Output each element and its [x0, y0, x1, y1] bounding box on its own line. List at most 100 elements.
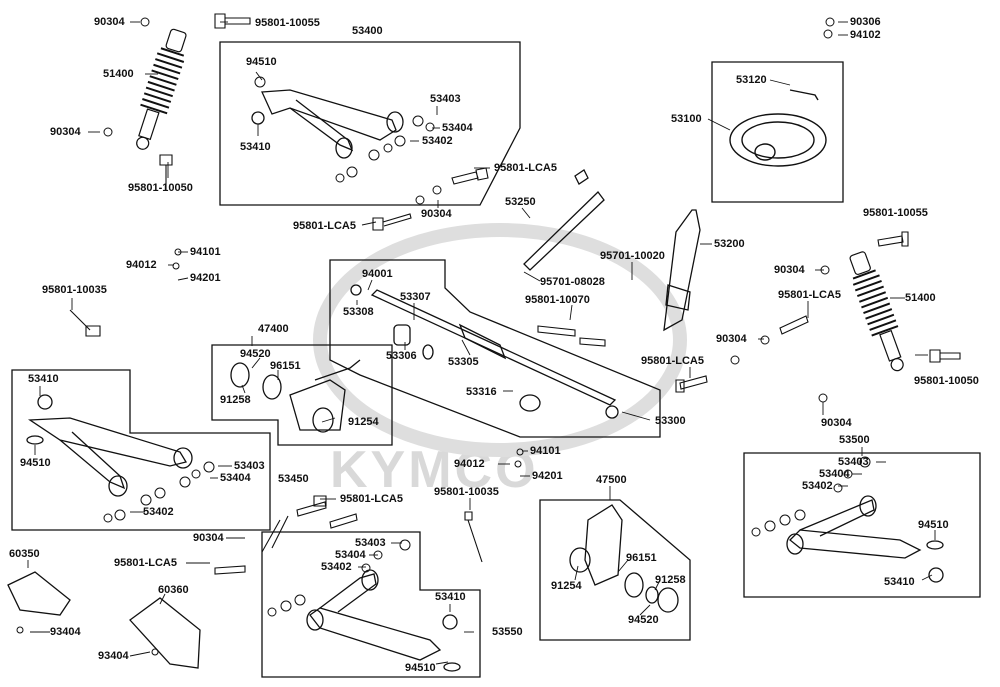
frame-53500 [743, 452, 981, 598]
label-90304: 90304 [94, 16, 125, 28]
steering-column [523, 169, 701, 332]
label-53410: 53410 [884, 576, 915, 588]
label-95801-LCA5: 95801-LCA5 [340, 493, 403, 505]
label-53403: 53403 [234, 460, 265, 472]
label-53403: 53403 [838, 456, 869, 468]
label-94520: 94520 [240, 348, 271, 360]
label-90306: 90306 [850, 16, 881, 28]
label-94510: 94510 [246, 56, 277, 68]
label-91258: 91258 [655, 574, 686, 586]
label-53410: 53410 [240, 141, 271, 153]
leader-lines [27, 21, 936, 665]
label-95801-LCA5: 95801-LCA5 [293, 220, 356, 232]
label-53403: 53403 [430, 93, 461, 105]
a-arm-lower-left [26, 394, 193, 497]
label-60350: 60350 [9, 548, 40, 560]
label-53550: 53550 [492, 626, 523, 638]
label-95801-10035: 95801-10035 [434, 486, 499, 498]
label-53300: 53300 [655, 415, 686, 427]
label-95801-LCA5: 95801-LCA5 [641, 355, 704, 367]
label-94510: 94510 [20, 457, 51, 469]
label-94101: 94101 [190, 246, 221, 258]
label-95801-LCA5: 95801-LCA5 [494, 162, 557, 174]
watermark-logo [313, 223, 687, 457]
frame-53400 [219, 41, 521, 206]
label-94510: 94510 [918, 519, 949, 531]
label-94102: 94102 [850, 29, 881, 41]
frame-47500 [539, 499, 691, 641]
label-53402: 53402 [422, 135, 453, 147]
label-94201: 94201 [532, 470, 563, 482]
label-95801-10035: 95801-10035 [42, 284, 107, 296]
label-95801-10055: 95801-10055 [255, 17, 320, 29]
frame-53100 [711, 61, 844, 203]
label-53400: 53400 [352, 25, 383, 37]
label-94510: 94510 [405, 662, 436, 674]
steering-rack [350, 284, 619, 419]
label-95801-LCA5: 95801-LCA5 [778, 289, 841, 301]
label-90304: 90304 [50, 126, 81, 138]
label-90304: 90304 [421, 208, 452, 220]
label-95801-LCA5: 95801-LCA5 [114, 557, 177, 569]
label-90304: 90304 [193, 532, 224, 544]
label-90304: 90304 [774, 264, 805, 276]
label-95801-10050: 95801-10050 [128, 182, 193, 194]
a-arm-lower-center [306, 569, 461, 672]
label-60360: 60360 [158, 584, 189, 596]
shock-absorber-left [136, 28, 187, 150]
label-95701-08028: 95701-08028 [540, 276, 605, 288]
shock-absorber-right [849, 251, 904, 372]
label-53100: 53100 [671, 113, 702, 125]
label-93404: 93404 [50, 626, 81, 638]
label-51400: 51400 [103, 68, 134, 80]
label-94012: 94012 [454, 458, 485, 470]
label-95801-10050: 95801-10050 [914, 375, 979, 387]
label-95801-10055: 95801-10055 [863, 207, 928, 219]
frame-53300 [329, 259, 661, 438]
label-53120: 53120 [736, 74, 767, 86]
label-53316: 53316 [466, 386, 497, 398]
bolts [69, 13, 961, 575]
label-53308: 53308 [343, 306, 374, 318]
label-94101: 94101 [530, 445, 561, 457]
label-53402: 53402 [802, 480, 833, 492]
label-53402: 53402 [143, 506, 174, 518]
label-53403: 53403 [355, 537, 386, 549]
label-53402: 53402 [321, 561, 352, 573]
label-94201: 94201 [190, 272, 221, 284]
label-94012: 94012 [126, 259, 157, 271]
a-arm-lower-right [786, 495, 944, 583]
label-53307: 53307 [400, 291, 431, 303]
label-95701-10020: 95701-10020 [600, 250, 665, 262]
label-53250: 53250 [505, 196, 536, 208]
frame-53550 [261, 531, 481, 678]
washers-and-nuts [16, 17, 871, 656]
label-90304: 90304 [716, 333, 747, 345]
label-53500: 53500 [839, 434, 870, 446]
knuckle-left [230, 359, 361, 433]
label-53410: 53410 [435, 591, 466, 603]
label-94520: 94520 [628, 614, 659, 626]
steering-wheel [729, 89, 827, 167]
label-93404: 93404 [98, 650, 129, 662]
label-53404: 53404 [220, 472, 251, 484]
group-frames [11, 41, 981, 678]
label-53410: 53410 [28, 373, 59, 385]
label-53404: 53404 [442, 122, 473, 134]
frame-47400 [211, 344, 393, 446]
label-96151: 96151 [270, 360, 301, 372]
label-47400: 47400 [258, 323, 289, 335]
label-53404: 53404 [819, 468, 850, 480]
label-51400: 51400 [905, 292, 936, 304]
skid-guards [7, 571, 201, 669]
knuckle-right [569, 504, 679, 613]
label-53200: 53200 [714, 238, 745, 250]
label-53450: 53450 [278, 473, 309, 485]
label-53306: 53306 [386, 350, 417, 362]
label-96151: 96151 [626, 552, 657, 564]
label-91254: 91254 [551, 580, 582, 592]
label-94001: 94001 [362, 268, 393, 280]
a-arm-upper-left [251, 89, 404, 159]
